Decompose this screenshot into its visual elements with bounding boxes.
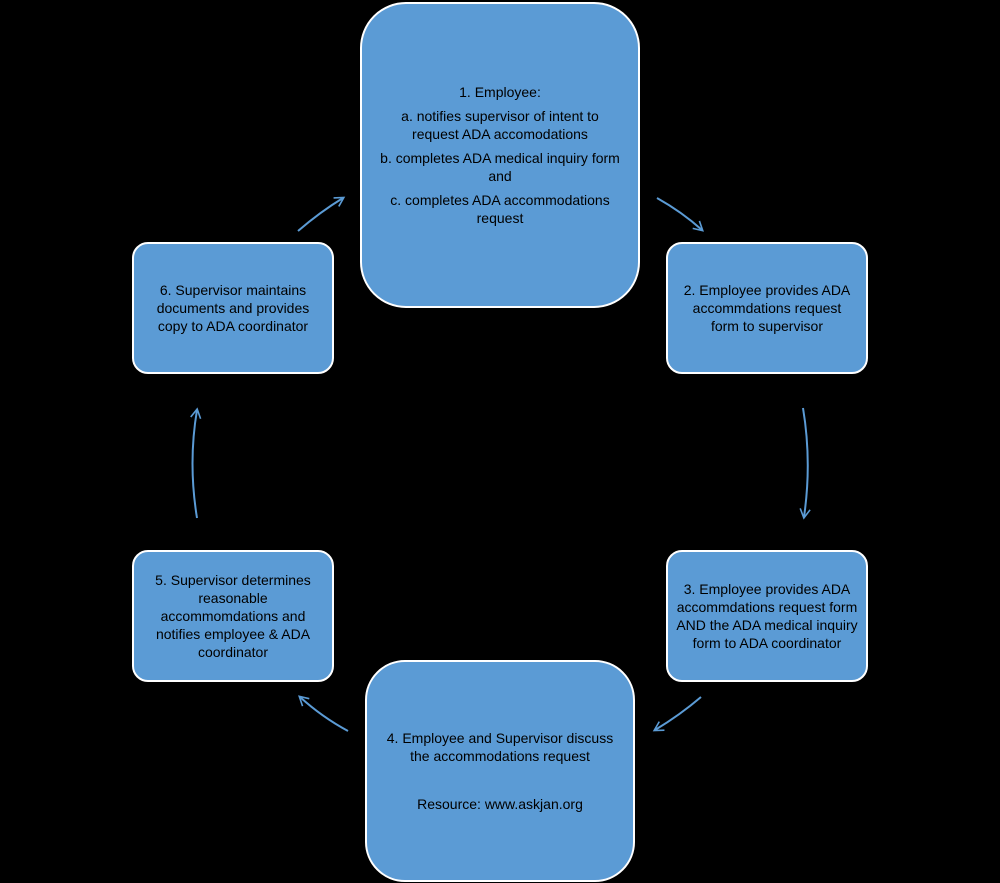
arrow-step1-to-step2 <box>656 197 704 232</box>
arrow-step4-to-step5 <box>298 695 349 732</box>
step-3-text: 3. Employee provides ADA accommdations r… <box>676 581 858 651</box>
step-5-box: 5. Supervisor determines reasonable acco… <box>132 550 334 682</box>
step-1-item-a: a. notifies supervisor of intent to requ… <box>401 108 599 142</box>
step-4-text: 4. Employee and Supervisor discuss the a… <box>386 730 614 764</box>
step-3-box: 3. Employee provides ADA accommdations r… <box>666 550 868 682</box>
step-6-text: 6. Supervisor maintains documents and pr… <box>156 282 310 334</box>
arrow-step5-to-step6 <box>190 407 202 519</box>
step-1-box: 1. Employee: a. notifies supervisor of i… <box>360 2 640 308</box>
arrow-step6-to-step1 <box>297 196 346 232</box>
arrow-step3-to-step4 <box>652 696 702 732</box>
step-5-text: 5. Supervisor determines reasonable acco… <box>155 572 311 660</box>
step-2-text: 2. Employee provides ADA accommdations r… <box>683 282 851 334</box>
step-4-box: 4. Employee and Supervisor discuss the a… <box>365 660 635 882</box>
step-1-item-c: c. completes ADA accommodations request <box>390 192 610 226</box>
step-2-box: 2. Employee provides ADA accommdations r… <box>666 242 868 374</box>
arrow-step2-to-step3 <box>799 407 811 520</box>
step-1-heading: 1. Employee: <box>459 84 541 100</box>
step-6-box: 6. Supervisor maintains documents and pr… <box>132 242 334 374</box>
step-4-resource: Resource: www.askjan.org <box>417 796 583 812</box>
step-1-item-b: b. completes ADA medical inquiry form an… <box>380 150 620 184</box>
